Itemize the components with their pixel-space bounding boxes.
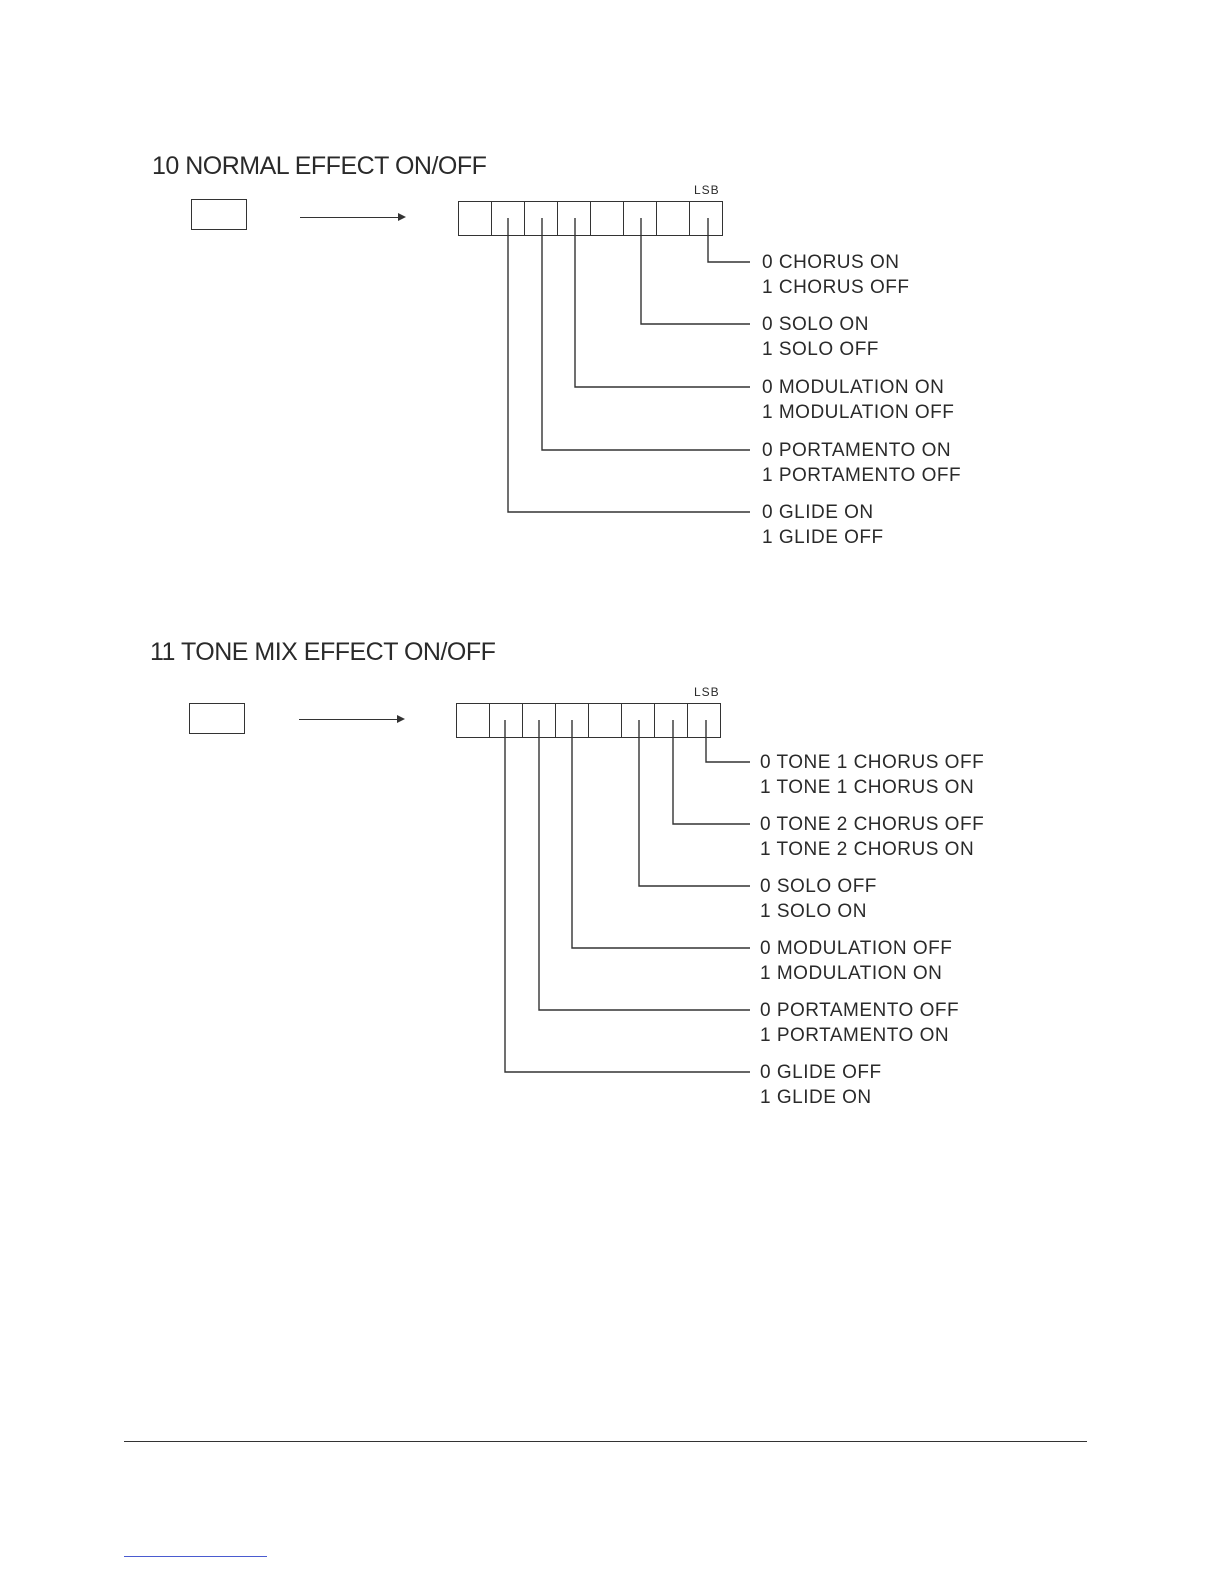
- option-value-0: 0 TONE 1 CHORUS OFF: [760, 752, 985, 773]
- bit-register: [456, 703, 721, 738]
- bit-6: [490, 703, 523, 738]
- option-glide: 0 GLIDE OFF 1 GLIDE ON: [760, 1060, 882, 1110]
- option-value-0: 0 PORTAMENTO ON: [762, 440, 952, 461]
- option-value-0: 0 MODULATION OFF: [760, 938, 953, 959]
- option-value-1: 1 TONE 2 CHORUS ON: [760, 839, 975, 860]
- option-value-0: 0 GLIDE OFF: [760, 1062, 882, 1083]
- option-value-0: 0 CHORUS ON: [762, 252, 900, 273]
- option-value-0: 0 SOLO ON: [762, 314, 869, 335]
- connector-line: [504, 720, 750, 1073]
- bit-5: [523, 703, 556, 738]
- connector-line: [571, 720, 750, 949]
- option-modulation: 0 MODULATION ON 1 MODULATION OFF: [762, 375, 954, 425]
- connector-line: [541, 218, 750, 451]
- connector-line: [705, 720, 750, 763]
- connector-line: [672, 720, 750, 825]
- connector-line: [574, 218, 750, 388]
- bit-1: [657, 201, 690, 236]
- option-portamento: 0 PORTAMENTO OFF 1 PORTAMENTO ON: [760, 998, 959, 1048]
- option-value-0: 0 GLIDE ON: [762, 502, 874, 523]
- connector-line: [538, 720, 750, 1011]
- lsb-label: LSB: [694, 685, 720, 699]
- option-value-0: 0 SOLO OFF: [760, 876, 877, 897]
- option-value-1: 1 PORTAMENTO ON: [760, 1025, 950, 1046]
- section-10-title: 10 NORMAL EFFECT ON/OFF: [152, 152, 487, 180]
- option-chorus: 0 CHORUS ON 1 CHORUS OFF: [762, 250, 909, 300]
- connector-line: [640, 218, 750, 325]
- bit-3: [589, 703, 622, 738]
- option-value-1: 1 MODULATION OFF: [762, 402, 955, 423]
- option-value-0: 0 TONE 2 CHORUS OFF: [760, 814, 985, 835]
- bit-4: [556, 703, 589, 738]
- option-modulation: 0 MODULATION OFF 1 MODULATION ON: [760, 936, 952, 986]
- option-value-1: 1 TONE 1 CHORUS ON: [760, 777, 975, 798]
- footer-link-underline[interactable]: [124, 1556, 267, 1557]
- arrow-icon: [299, 715, 405, 723]
- footer-divider: [124, 1441, 1087, 1442]
- bit-3: [591, 201, 624, 236]
- bit-7: [457, 703, 490, 738]
- option-value-0: 0 PORTAMENTO OFF: [760, 1000, 960, 1021]
- connector-line: [507, 218, 750, 513]
- option-value-1: 1 PORTAMENTO OFF: [762, 465, 962, 486]
- option-value-1: 1 GLIDE ON: [760, 1087, 872, 1108]
- bit-2: [622, 703, 655, 738]
- connector-line: [638, 720, 750, 887]
- option-value-0: 0 MODULATION ON: [762, 377, 945, 398]
- source-byte-box: [189, 703, 245, 734]
- option-value-1: 1 CHORUS OFF: [762, 277, 910, 298]
- option-value-1: 1 GLIDE OFF: [762, 527, 884, 548]
- section-11-title: 11 TONE MIX EFFECT ON/OFF: [150, 638, 496, 666]
- bit-0: [690, 201, 723, 236]
- bit-7: [459, 201, 492, 236]
- option-solo: 0 SOLO ON 1 SOLO OFF: [762, 312, 879, 362]
- option-tone2-chorus: 0 TONE 2 CHORUS OFF 1 TONE 2 CHORUS ON: [760, 812, 984, 862]
- source-byte-box: [191, 199, 247, 230]
- lsb-label: LSB: [694, 183, 720, 197]
- option-tone1-chorus: 0 TONE 1 CHORUS OFF 1 TONE 1 CHORUS ON: [760, 750, 984, 800]
- connector-line: [707, 218, 750, 263]
- option-value-1: 1 MODULATION ON: [760, 963, 943, 984]
- option-glide: 0 GLIDE ON 1 GLIDE OFF: [762, 500, 884, 550]
- bit-0: [688, 703, 721, 738]
- arrow-icon: [300, 213, 406, 221]
- option-portamento: 0 PORTAMENTO ON 1 PORTAMENTO OFF: [762, 438, 961, 488]
- option-solo: 0 SOLO OFF 1 SOLO ON: [760, 874, 877, 924]
- bit-1: [655, 703, 688, 738]
- option-value-1: 1 SOLO ON: [760, 901, 867, 922]
- option-value-1: 1 SOLO OFF: [762, 339, 879, 360]
